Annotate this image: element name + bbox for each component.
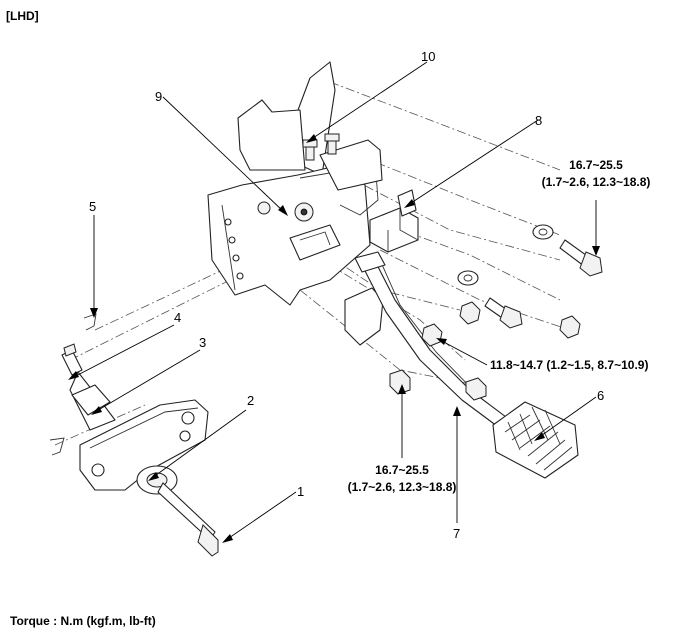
- nut-left: [459, 301, 481, 325]
- callout-4: 4: [174, 310, 181, 325]
- torque-unit-note: Torque : N.m (kgf.m, lb-ft): [10, 614, 156, 628]
- washer-middle: [457, 270, 479, 286]
- clip-lower: [49, 437, 65, 456]
- callout-6: 6: [597, 388, 604, 403]
- callout-7: 7: [453, 526, 460, 541]
- nut-pedal: [465, 377, 487, 401]
- torque-upper-line2: (1.7~2.6, 12.3~18.8): [542, 175, 651, 189]
- callout-8: 8: [535, 113, 542, 128]
- header-label: [LHD]: [6, 9, 39, 23]
- nut-lower: [389, 369, 411, 395]
- callout-9: 9: [155, 89, 162, 104]
- clutch-master-cylinder: [49, 313, 219, 557]
- callout-1: 1: [297, 484, 304, 499]
- torque-lower-line1: 16.7~25.5: [375, 463, 429, 477]
- clip-upper: [83, 313, 97, 331]
- bolt-small: [421, 323, 443, 347]
- callout-3: 3: [199, 335, 206, 350]
- leader-lines: [68, 61, 600, 543]
- torque-lower-line2: (1.7~2.6, 12.3~18.8): [348, 480, 457, 494]
- pedal-bracket: [207, 61, 383, 306]
- torque-middle: 11.8~14.7 (1.2~1.5, 8.7~10.9): [490, 358, 648, 372]
- torque-upper-line1: 16.7~25.5: [569, 158, 623, 172]
- callout-10: 10: [421, 49, 435, 64]
- callout-2: 2: [247, 393, 254, 408]
- torque-specs: 16.7~25.5 (1.7~2.6, 12.3~18.8) 11.8~14.7…: [348, 158, 651, 494]
- callout-numbers: 1 2 3 4 5 6 7 8 9 10: [89, 49, 604, 541]
- nut-right: [559, 315, 581, 339]
- callout-5: 5: [89, 199, 96, 214]
- clutch-switch: [369, 189, 419, 253]
- washer-upper: [532, 224, 554, 240]
- fasteners: [389, 224, 603, 401]
